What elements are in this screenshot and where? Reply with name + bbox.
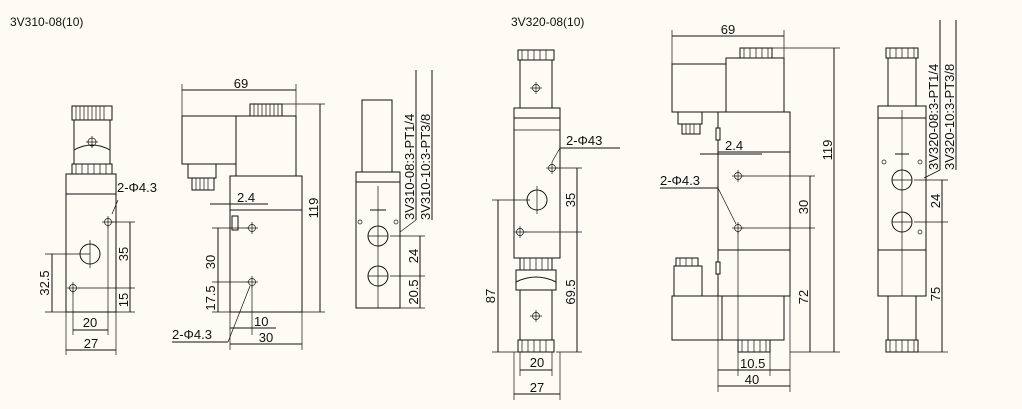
v320-front-dim-20: 20 [530, 355, 544, 370]
v310-front-dim-32-5: 32.5 [37, 270, 52, 295]
v310-front-dim-20: 20 [83, 315, 97, 330]
v310-port-view [355, 99, 401, 309]
v310-port-dimensions: 24 20.5 3V310-08:3-PT1/4 3V310-10:3-PT3/… [390, 70, 433, 309]
v320-port-view [877, 47, 927, 353]
v310-front-hole-label: 2-Φ4.3 [117, 180, 157, 195]
v310-front-view [65, 105, 117, 313]
v320-port-spec-2: 3V320-10:3-PT3/8 [942, 64, 957, 170]
v320-side-dim-30: 30 [796, 200, 811, 214]
v310-side-hole-label: 2-Φ4.3 [172, 327, 212, 342]
v310-front-dim-27: 27 [84, 336, 98, 351]
v320-side-dim-10-5: 10.5 [740, 356, 765, 371]
v310-side-dim-69: 69 [234, 76, 248, 91]
v320-front-hole-label: 2-Φ43 [566, 133, 602, 148]
v310-side-dim-2-4: 2.4 [237, 190, 255, 205]
v310-side-dim-119: 119 [306, 198, 321, 219]
v310-port-dim-20-5: 20.5 [406, 279, 421, 304]
v310-front-dimensions: 2-Φ4.3 35 15 32.5 20 27 [37, 180, 157, 355]
v320-side-dim-72: 72 [796, 290, 811, 304]
v320-side-dimensions: 69 119 2.4 30 72 2-Φ4.3 10.5 40 [660, 22, 840, 392]
v310-front-dim-35: 35 [116, 247, 131, 261]
v310-front-dim-15: 15 [116, 293, 131, 307]
v320-side-dim-69: 69 [721, 22, 735, 37]
v310-side-dim-30b: 30 [259, 330, 273, 345]
v310-port-dim-24: 24 [406, 249, 421, 263]
v320-side-dim-40: 40 [745, 372, 759, 387]
v310-side-view [181, 103, 303, 313]
v320-side-hole-label: 2-Φ4.3 [660, 173, 700, 188]
v310-port-spec-2: 3V310-10:3-PT3/8 [418, 114, 433, 220]
v320-side-dim-119: 119 [820, 140, 835, 161]
v320-side-view [671, 47, 791, 353]
v320-port-dim-24: 24 [928, 194, 943, 208]
v320-front-dimensions: 35 69.5 2-Φ43 87 20 27 [483, 133, 620, 400]
title-3v310: 3V310-08(10) [10, 15, 83, 29]
v310-side-dim-17-5: 17.5 [203, 285, 218, 310]
v320-port-spec-1: 3V320-08:3-PT1/4 [926, 64, 941, 170]
v320-front-dim-69-5: 69.5 [563, 279, 578, 304]
v320-port-dim-75: 75 [928, 287, 943, 301]
v310-side-dimensions: 69 119 2.4 30 17.5 10 30 2-Φ4.3 [172, 76, 325, 350]
v320-front-dim-27: 27 [530, 380, 544, 395]
v310-port-spec-1: 3V310-08:3-PT1/4 [402, 114, 417, 220]
v320-side-dim-2-4: 2.4 [725, 138, 743, 153]
v310-side-dim-10: 10 [254, 314, 268, 329]
v320-front-view [513, 49, 561, 353]
v320-front-dim-35: 35 [563, 193, 578, 207]
title-3v320: 3V320-08(10) [511, 15, 584, 29]
v320-front-dim-87: 87 [483, 289, 498, 303]
v320-port-dimensions: 3V320-08:3-PT1/4 3V320-10:3-PT3/8 24 75 [914, 20, 957, 353]
v310-side-dim-30: 30 [203, 255, 218, 269]
